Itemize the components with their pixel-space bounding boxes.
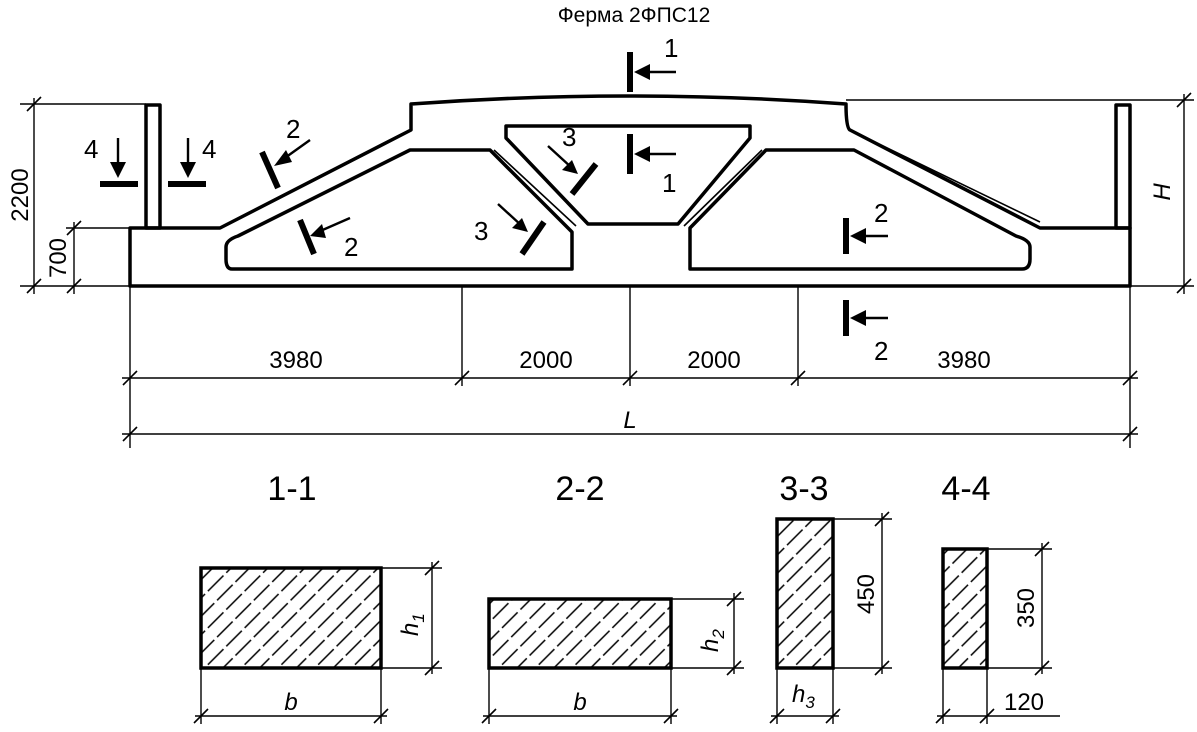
svg-text:b: b <box>573 689 586 716</box>
right-panel-opening <box>688 148 1032 271</box>
svg-text:350: 350 <box>1013 588 1040 628</box>
section-marker-1-top: 1 <box>627 33 678 92</box>
left-end-post <box>144 103 162 230</box>
section-marker-2-right-upper: 2 <box>843 198 888 254</box>
section-4-4: 4-4 350 120 <box>935 470 1060 724</box>
section-2-2-shape <box>487 597 673 670</box>
truss-outline <box>128 94 1132 288</box>
svg-text:4: 4 <box>84 134 98 164</box>
svg-text:h2: h2 <box>697 629 728 652</box>
span-1: 3980 <box>269 347 322 374</box>
svg-text:2: 2 <box>286 114 300 144</box>
dim-H: H <box>1149 183 1176 201</box>
section-marker-4-right: 4 <box>168 134 216 187</box>
right-chord-inner-line <box>849 129 1041 223</box>
section-1-1-shape <box>199 566 383 670</box>
section-marker-2-left-bottom: 2 <box>297 216 358 262</box>
truss-elevation <box>128 94 1132 288</box>
right-height-dimension: H <box>846 92 1194 294</box>
span-4: 3980 <box>937 347 990 374</box>
section-marker-4-left: 4 <box>84 134 138 187</box>
section-4-4-shape <box>941 547 989 670</box>
svg-text:b: b <box>284 689 297 716</box>
section-2-2-title: 2-2 <box>555 470 604 508</box>
left-panel-opening <box>224 148 574 271</box>
section-marker-2-right-lower: 2 <box>843 300 888 366</box>
svg-text:3: 3 <box>474 216 488 246</box>
svg-text:120: 120 <box>1004 689 1044 716</box>
svg-text:h1: h1 <box>397 613 428 636</box>
svg-text:2: 2 <box>874 198 888 228</box>
svg-text:2: 2 <box>344 232 358 262</box>
dim-700: 700 <box>45 238 72 278</box>
section-2-2: 2-2 h2 b <box>481 470 744 724</box>
svg-text:3: 3 <box>562 122 576 152</box>
svg-text:1: 1 <box>662 168 676 198</box>
section-3-3-title: 3-3 <box>779 470 828 508</box>
span-3: 2000 <box>687 347 740 374</box>
section-marker-3-upper: 3 <box>547 122 599 196</box>
right-end-post <box>1114 103 1132 230</box>
svg-text:1: 1 <box>664 33 678 63</box>
svg-text:4: 4 <box>202 134 216 164</box>
drawing-title: Ферма 2ФПС12 <box>558 4 711 27</box>
left-diagonal-inner-line <box>493 149 577 227</box>
section-3-3: 3-3 450 h3 <box>769 470 892 724</box>
section-marker-3-lower: 3 <box>474 203 547 256</box>
section-4-4-title: 4-4 <box>941 470 990 508</box>
svg-text:450: 450 <box>853 574 880 614</box>
svg-text:2: 2 <box>874 336 888 366</box>
span-dimensions: 3980 2000 2000 3980 L <box>122 286 1138 448</box>
dim-2200: 2200 <box>7 168 34 221</box>
span-2: 2000 <box>519 347 572 374</box>
section-marker-2-left-top: 2 <box>259 114 311 190</box>
center-triangle-opening <box>504 124 752 226</box>
total-length: L <box>623 407 636 434</box>
section-3-3-shape <box>775 517 835 670</box>
right-diagonal-inner-line <box>683 149 763 227</box>
left-height-dimension: 2200 700 <box>7 96 146 294</box>
section-marker-1-bottom: 1 <box>627 134 676 198</box>
section-1-1-title: 1-1 <box>267 470 316 508</box>
section-1-1: 1-1 h1 b <box>193 470 442 724</box>
svg-text:h3: h3 <box>792 681 815 712</box>
